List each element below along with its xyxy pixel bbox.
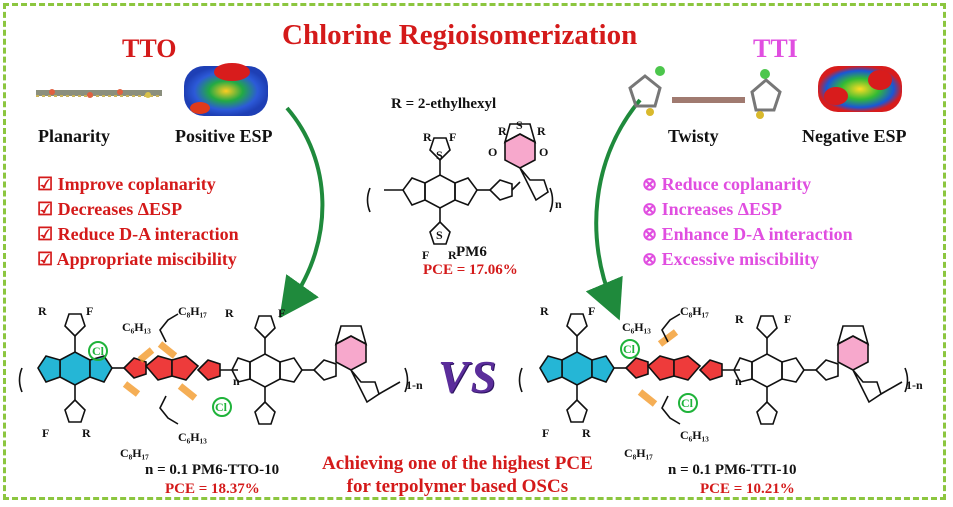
atom-label: F <box>588 304 596 318</box>
planar-molecule-image <box>36 89 162 98</box>
atom-label: F <box>86 304 94 318</box>
side-chain-label: C₆H₁₃ <box>680 428 709 442</box>
tti-pce: PCE = 10.21% <box>700 481 795 497</box>
atom-label: n <box>233 374 240 388</box>
side-chain-label: C₈H₁₇ <box>624 446 653 460</box>
atom-label: F <box>42 426 50 440</box>
atom-label: R <box>82 426 91 440</box>
atom-label: F <box>449 130 457 144</box>
negative-esp-label: Negative ESP <box>802 126 907 146</box>
side-chain-label: C₈H₁₇ <box>680 304 709 318</box>
tti-effect-item: ⊗ Enhance D-A interaction <box>642 224 853 244</box>
pm6-structure <box>366 123 554 245</box>
dashed-border <box>3 3 946 500</box>
atom-label: R <box>582 426 591 440</box>
vs-label: VS <box>438 351 499 402</box>
atom-label: 1-n <box>906 378 923 392</box>
atom-label: F <box>278 306 286 320</box>
positive-esp-label: Positive ESP <box>175 126 273 146</box>
atom-label: R <box>498 124 507 138</box>
r-definition: R = 2-ethylhexyl <box>391 96 497 112</box>
pm6-tto-structure <box>18 313 409 425</box>
atom-label: Cl <box>623 342 635 356</box>
atom-label: S <box>436 148 443 162</box>
atom-label: n <box>555 197 562 211</box>
tto-polymer-name: n = 0.1 PM6-TTO-10 <box>145 462 280 478</box>
atom-label: R <box>735 312 744 326</box>
figure-title: Chlorine Regioisomerization <box>282 19 638 51</box>
achievement-line: Achieving one of the highest PCE <box>322 453 593 474</box>
tto-heading: TTO <box>122 34 177 63</box>
arrow-left-curve <box>279 106 325 319</box>
tto-effects-list: ☑ Improve coplanarity ☑ Decreases ΔESP ☑… <box>37 172 239 272</box>
positive-esp-surface <box>184 63 268 116</box>
tti-effect-item: ⊗ Increases ΔESP <box>642 199 783 219</box>
side-chain-label: C₈H₁₇ <box>120 446 149 460</box>
pm6-label: PM6 <box>456 244 487 260</box>
cl-highlight-left-top <box>88 341 108 361</box>
cl-highlight-right-bottom <box>678 393 698 413</box>
twisty-molecule-image <box>628 66 782 119</box>
side-chain-label: C₈H₁₇ <box>178 304 207 318</box>
tto-effect-item: ☑ Improve coplanarity <box>37 174 216 194</box>
side-chain-label: C₆H₁₃ <box>178 430 207 444</box>
tti-effect-item: ⊗ Reduce coplanarity <box>642 174 812 194</box>
atom-label: R <box>423 130 432 144</box>
achievement-text: Achieving one of the highest PCE for ter… <box>322 452 593 498</box>
cl-highlight-right-top <box>620 339 640 359</box>
tto-effect-item: ☑ Decreases ΔESP <box>37 199 183 219</box>
side-chain-label: C₆H₁₃ <box>622 320 651 334</box>
side-chain-label: C₆H₁₃ <box>122 320 151 334</box>
tti-polymer-name: n = 0.1 PM6-TTI-10 <box>668 462 797 478</box>
achievement-line: for terpolymer based OSCs <box>346 476 569 497</box>
atom-label: R <box>540 304 549 318</box>
arrow-right-curve <box>585 98 642 321</box>
atom-label: R <box>38 304 47 318</box>
atom-label: n <box>735 374 742 388</box>
tti-effect-item: ⊗ Excessive miscibility <box>642 249 820 269</box>
atom-label: O <box>539 145 549 159</box>
atom-label: Cl <box>92 344 104 358</box>
cl-highlight-left-bottom <box>212 397 232 417</box>
atom-label: 1-n <box>406 378 423 392</box>
atom-label: Cl <box>681 396 693 410</box>
tto-effect-item: ☑ Appropriate miscibility <box>37 249 237 269</box>
atom-label: R <box>225 306 234 320</box>
atom-label: F <box>422 248 430 262</box>
atom-label: F <box>784 312 792 326</box>
tto-effect-item: ☑ Reduce D-A interaction <box>37 224 239 244</box>
atom-label: Cl <box>215 400 227 414</box>
atom-label: R <box>448 248 457 262</box>
tto-pce: PCE = 18.37% <box>165 481 260 497</box>
negative-esp-surface <box>818 66 902 112</box>
atom-label: O <box>488 145 498 159</box>
atom-label: S <box>436 228 443 242</box>
atom-label: F <box>542 426 550 440</box>
tti-effects-list: ⊗ Reduce coplanarity ⊗ Increases ΔESP ⊗ … <box>642 172 853 272</box>
planarity-label: Planarity <box>38 126 110 146</box>
pm6-pce: PCE = 17.06% <box>423 262 518 278</box>
twisty-label: Twisty <box>668 126 719 146</box>
pm6-tti-structure <box>518 313 909 425</box>
atom-label: R <box>537 124 546 138</box>
atom-label: S <box>516 118 523 132</box>
tti-heading: TTI <box>753 34 798 63</box>
